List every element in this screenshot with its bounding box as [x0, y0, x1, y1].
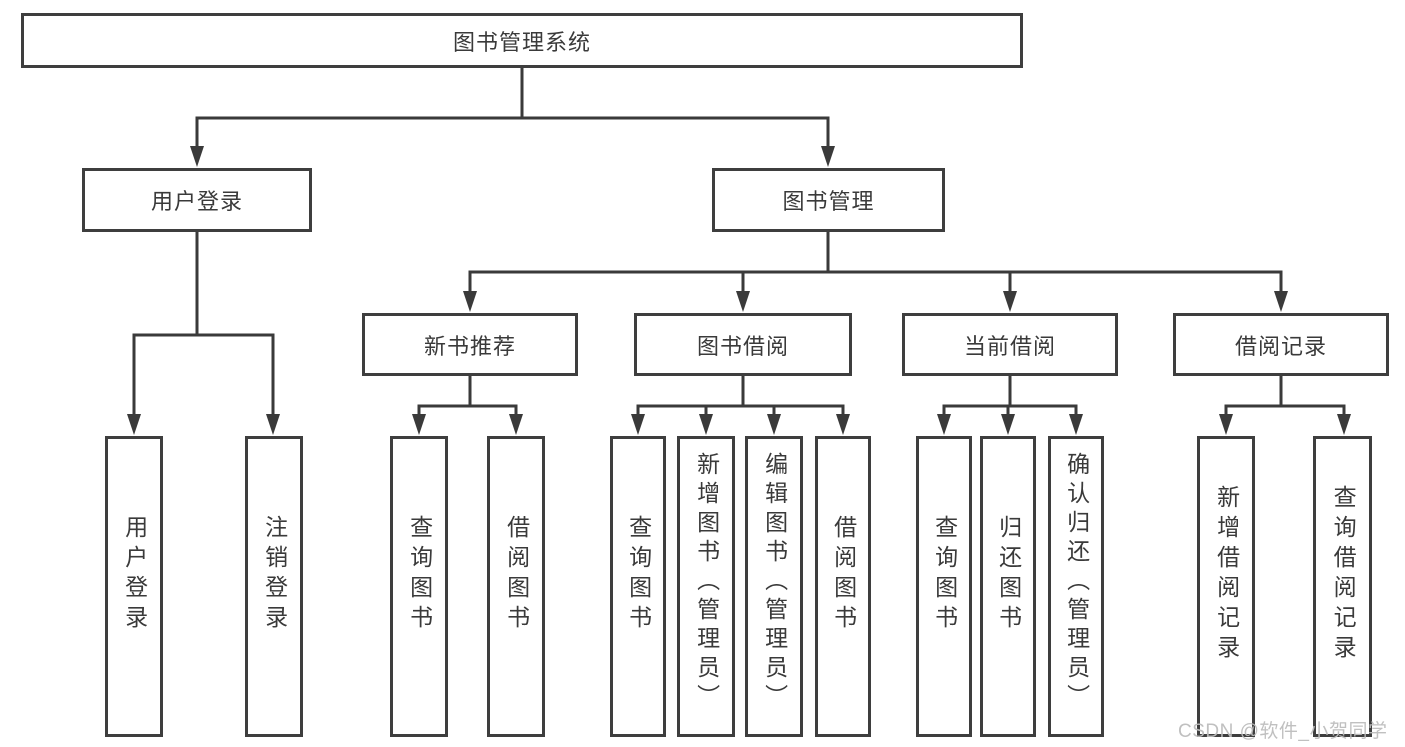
leaf-current-confirm-return-admin-label: 确认归还（管理员） — [1063, 452, 1090, 713]
leaf-newbooks-query-books-label: 查询图书 — [406, 514, 433, 635]
leaf-records-add-record-label: 新增借阅记录 — [1213, 484, 1240, 665]
leaf-borrowing-query-books: 查询图书 — [610, 436, 666, 737]
leaf-current-query-books: 查询图书 — [916, 436, 972, 737]
leaf-logout-label: 注销登录 — [261, 514, 288, 635]
leaf-borrowing-edit-books-admin-label: 编辑图书（管理员） — [761, 452, 788, 713]
leaf-records-add-record: 新增借阅记录 — [1197, 436, 1255, 737]
leaf-user-login-label: 用户登录 — [121, 514, 148, 635]
leaf-newbooks-borrow-books: 借阅图书 — [487, 436, 545, 737]
node-borrowing-records: 借阅记录 — [1173, 313, 1389, 376]
leaf-records-query-record-label: 查询借阅记录 — [1330, 484, 1357, 665]
node-book-management: 图书管理 — [712, 168, 945, 232]
leaf-borrowing-edit-books-admin: 编辑图书（管理员） — [745, 436, 803, 737]
leaf-borrowing-add-books-admin: 新增图书（管理员） — [677, 436, 735, 737]
leaf-current-confirm-return-admin: 确认归还（管理员） — [1048, 436, 1104, 737]
leaf-logout: 注销登录 — [245, 436, 303, 737]
node-library-system: 图书管理系统 — [21, 13, 1023, 68]
leaf-current-query-books-label: 查询图书 — [931, 514, 958, 635]
leaf-current-return-books: 归还图书 — [980, 436, 1036, 737]
leaf-newbooks-borrow-books-label: 借阅图书 — [503, 514, 530, 635]
leaf-current-return-books-label: 归还图书 — [995, 514, 1022, 635]
node-user-login: 用户登录 — [82, 168, 312, 232]
leaf-borrowing-borrow-books: 借阅图书 — [815, 436, 871, 737]
leaf-borrowing-query-books-label: 查询图书 — [625, 514, 652, 635]
leaf-borrowing-borrow-books-label: 借阅图书 — [830, 514, 857, 635]
leaf-records-query-record: 查询借阅记录 — [1313, 436, 1372, 737]
leaf-newbooks-query-books: 查询图书 — [390, 436, 448, 737]
node-new-book-recommendation: 新书推荐 — [362, 313, 578, 376]
leaf-user-login: 用户登录 — [105, 436, 163, 737]
csdn-watermark: CSDN @软件_小贺同学 — [1178, 721, 1388, 742]
node-current-borrowing: 当前借阅 — [902, 313, 1118, 376]
node-book-borrowing: 图书借阅 — [634, 313, 852, 376]
leaf-borrowing-add-books-admin-label: 新增图书（管理员） — [693, 452, 720, 713]
